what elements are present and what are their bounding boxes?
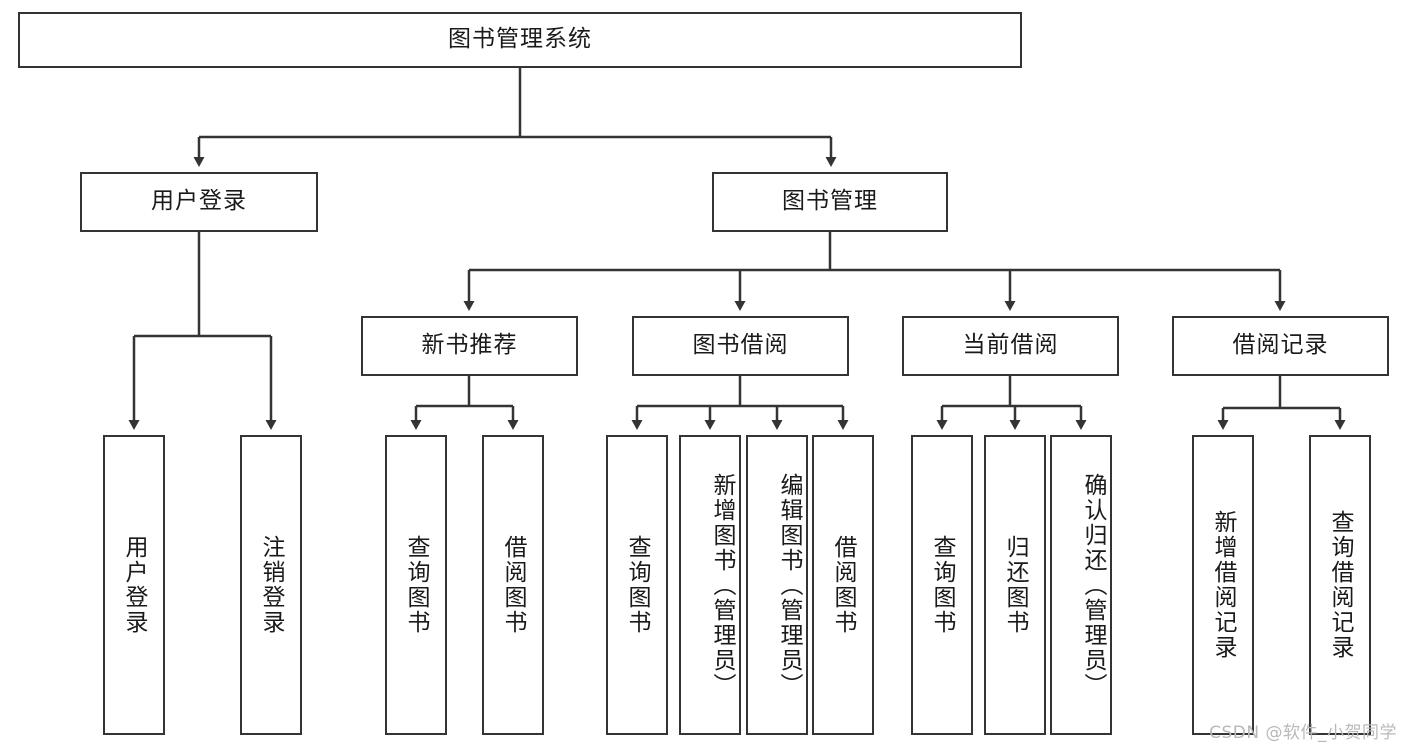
node-label: 图书借阅	[692, 332, 789, 359]
node-label: 新增图书（管理员）	[709, 472, 735, 698]
node-leaf-add-book-admin[interactable]: 新增图书（管理员）	[679, 435, 741, 735]
node-label: 查询图书	[624, 535, 650, 635]
node-leaf-query-book-borrow[interactable]: 查询图书	[606, 435, 668, 735]
node-book-borrow[interactable]: 图书借阅	[632, 316, 849, 376]
node-leaf-borrow-book-recommend[interactable]: 借阅图书	[482, 435, 544, 735]
node-label: 用户登录	[151, 188, 247, 215]
node-label: 当前借阅	[962, 332, 1059, 359]
node-leaf-return-book[interactable]: 归还图书	[984, 435, 1046, 735]
connector-book-borrow-to-leaves	[631, 376, 849, 430]
node-label: 查询借阅记录	[1327, 510, 1353, 660]
connector-book-manage-to-level3	[463, 232, 1286, 311]
node-current-borrow[interactable]: 当前借阅	[902, 316, 1119, 376]
node-leaf-logout-login[interactable]: 注销登录	[240, 435, 302, 735]
node-label: 图书管理	[782, 188, 878, 215]
node-leaf-query-borrow-record[interactable]: 查询借阅记录	[1309, 435, 1371, 735]
node-borrow-record[interactable]: 借阅记录	[1172, 316, 1389, 376]
connector-user-login-to-leaves	[128, 232, 277, 430]
node-label: 新增借阅记录	[1210, 510, 1236, 660]
node-leaf-query-book-recommend[interactable]: 查询图书	[385, 435, 447, 735]
node-book-manage[interactable]: 图书管理	[712, 172, 948, 232]
connector-borrow-record-to-leaves	[1217, 376, 1346, 430]
node-leaf-borrow-book[interactable]: 借阅图书	[812, 435, 874, 735]
node-label: 借阅图书	[500, 535, 526, 635]
connector-new-book-recommend-to-leaves	[410, 376, 519, 430]
node-label: 确认归还（管理员）	[1080, 472, 1106, 698]
node-label: 查询图书	[929, 535, 955, 635]
node-label: 编辑图书（管理员）	[776, 472, 802, 698]
node-label: 归还图书	[1002, 535, 1028, 635]
node-label: 注销登录	[258, 535, 284, 635]
node-leaf-edit-book-admin[interactable]: 编辑图书（管理员）	[746, 435, 808, 735]
node-leaf-user-login[interactable]: 用户登录	[103, 435, 165, 735]
connector-root-to-level2	[193, 68, 837, 167]
node-label: 借阅记录	[1232, 332, 1329, 359]
watermark-text: CSDN @软件_小贺同学	[1209, 723, 1397, 743]
node-label: 新书推荐	[421, 332, 518, 359]
connector-current-borrow-to-leaves	[936, 376, 1087, 430]
node-root-book-management-system[interactable]: 图书管理系统	[18, 12, 1022, 68]
node-label: 用户登录	[121, 535, 147, 635]
node-label: 图书管理系统	[448, 26, 592, 53]
node-new-book-recommend[interactable]: 新书推荐	[361, 316, 578, 376]
node-leaf-add-borrow-record[interactable]: 新增借阅记录	[1192, 435, 1254, 735]
node-leaf-query-book-current[interactable]: 查询图书	[911, 435, 973, 735]
node-label: 查询图书	[403, 535, 429, 635]
node-label: 借阅图书	[830, 535, 856, 635]
node-user-login[interactable]: 用户登录	[80, 172, 318, 232]
node-leaf-confirm-return-admin[interactable]: 确认归还（管理员）	[1050, 435, 1112, 735]
